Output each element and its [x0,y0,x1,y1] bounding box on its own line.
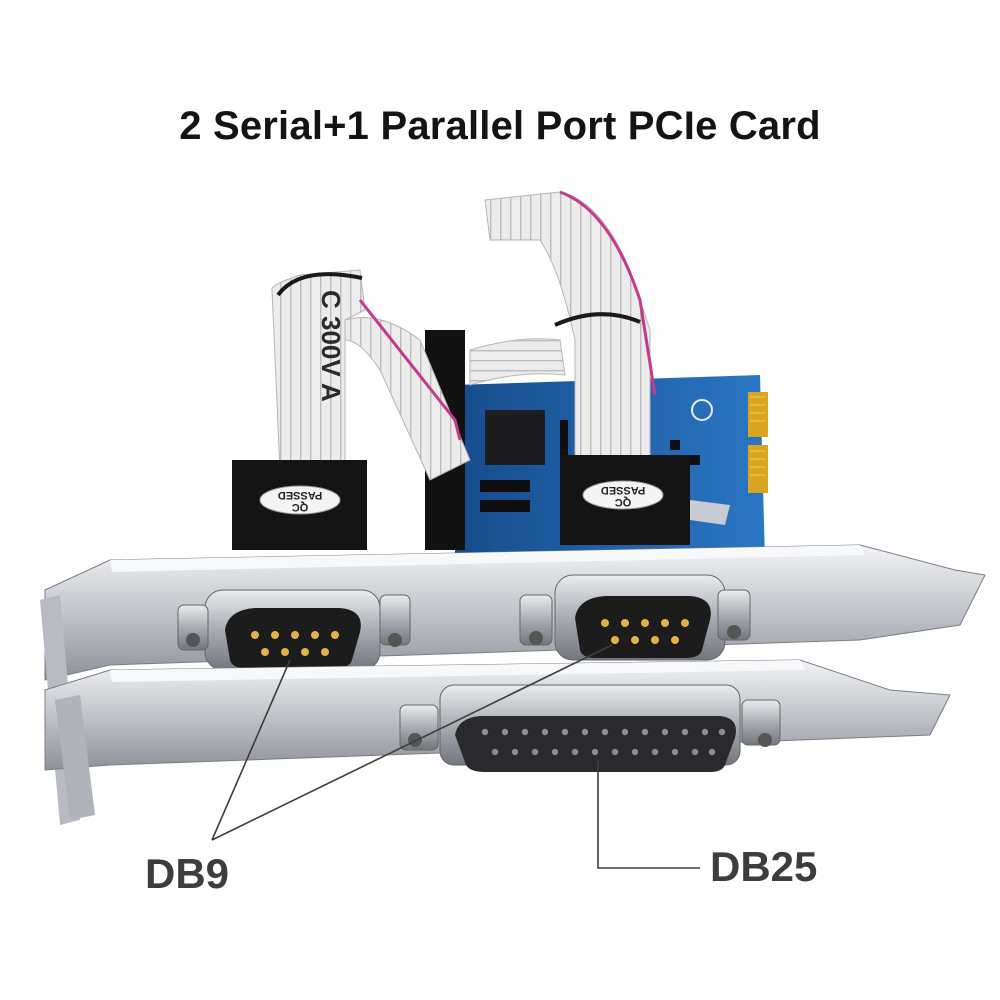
db9-connector-right [519,574,751,661]
ribbon-cable-right [469,190,657,461]
gold-fingers [748,392,768,437]
ribbon-cable-left: C 300V A [271,269,471,481]
callout-lines [211,644,700,869]
callout-label-db25: DB25 [710,843,818,890]
cable-print: C 300V A [316,290,346,402]
callout-line-db9-left [211,659,291,841]
gold-fingers [748,445,768,493]
idc-header-right: QC PASSED [560,455,690,545]
callout-line-db9-right [211,644,613,841]
callout-label-db9: DB9 [145,850,230,897]
qc-stamp-left-line1: QC [292,501,309,513]
qc-stamp-right-line2: PASSED [601,484,645,496]
page-title: 2 Serial+1 Parallel Port PCIe Card [179,104,821,148]
db9-connector-left [177,589,411,671]
idc-header-left: QC PASSED [232,460,367,550]
callout-line-db25 [597,760,700,869]
db25-connector [399,684,781,772]
qc-stamp-right-line1: QC [615,496,632,508]
controller-chip [485,410,545,465]
qc-stamp-left-line2: PASSED [278,489,322,501]
